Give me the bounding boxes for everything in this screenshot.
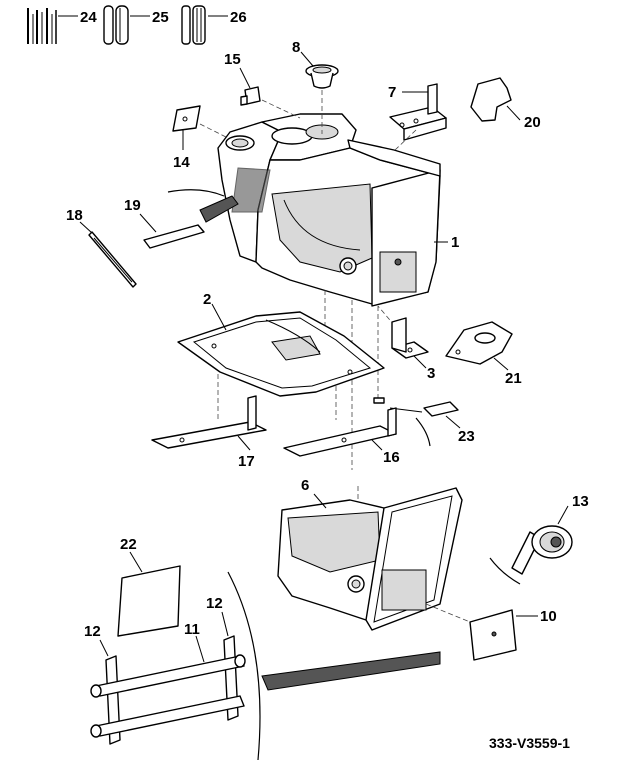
part-6-lower-console (277, 487, 463, 631)
callout-10: 10 (540, 608, 557, 625)
figure-reference: 333-V3559-1 (489, 735, 570, 751)
part-20-plate (470, 77, 521, 122)
part-15-bracket (239, 67, 261, 106)
callout-19: 19 (124, 197, 141, 214)
part-24-strip (27, 8, 78, 44)
part-16-bracket (283, 407, 397, 457)
part-26-tube (181, 5, 228, 45)
part-21-plate (445, 321, 513, 371)
callout-2: 2 (203, 291, 211, 308)
callout-24: 24 (80, 9, 97, 26)
callout-11: 11 (184, 621, 200, 638)
callout-23: 23 (458, 428, 475, 445)
callout-labels: 1 2 3 6 7 8 10 11 12 12 13 14 15 16 17 1… (66, 9, 589, 640)
callout-25: 25 (152, 9, 169, 26)
callout-26: 26 (230, 9, 247, 26)
part-22-sheet (117, 551, 181, 637)
callout-12a: 12 (84, 623, 101, 640)
callout-20: 20 (524, 114, 541, 131)
part-13-knob (489, 505, 573, 585)
callout-16: 16 (383, 449, 400, 466)
part-8-cap (300, 51, 339, 89)
callout-14: 14 (173, 154, 190, 171)
callout-22: 22 (120, 536, 137, 553)
part-25-tube (103, 5, 150, 45)
part-2-floor-plate (177, 303, 385, 397)
callout-17: 17 (238, 453, 255, 470)
callout-18: 18 (66, 207, 83, 224)
part-3-bracket (391, 317, 429, 369)
callout-12b: 12 (206, 595, 223, 612)
part-18-strip (79, 189, 239, 288)
callout-7: 7 (388, 84, 396, 101)
callout-8: 8 (292, 39, 300, 56)
detail-frame-11-12 (90, 571, 441, 761)
part-1-console-housing (217, 113, 448, 307)
callout-6: 6 (301, 477, 309, 494)
part-17-bracket (151, 395, 267, 451)
callout-13: 13 (572, 493, 589, 510)
part-19-pad (139, 213, 205, 249)
part-7-bracket (389, 83, 447, 141)
part-14-bracket (172, 105, 233, 150)
part-10-cover (425, 603, 538, 661)
callout-21: 21 (505, 370, 522, 387)
part-23-shim (373, 397, 461, 447)
callout-3: 3 (427, 365, 435, 382)
callout-15: 15 (224, 51, 241, 68)
callout-1: 1 (451, 234, 459, 251)
